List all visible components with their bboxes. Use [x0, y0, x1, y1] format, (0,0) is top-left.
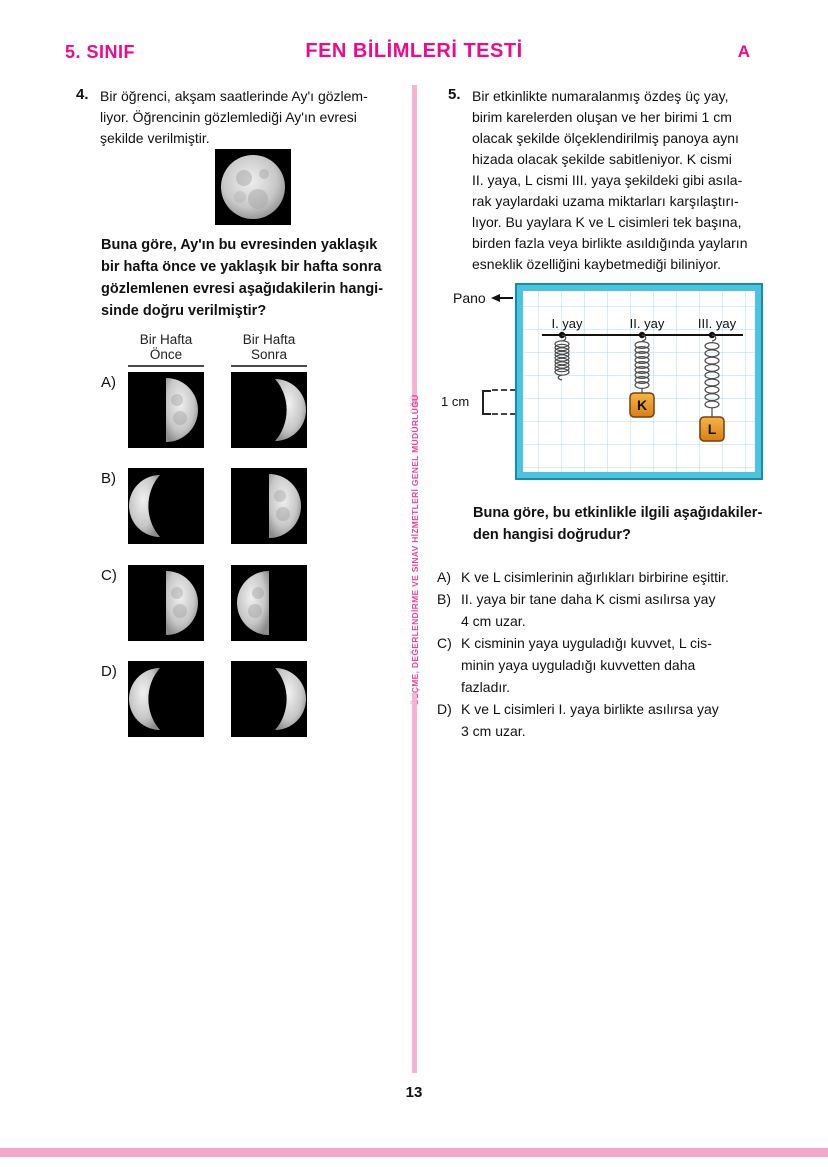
- q5-option-c: C) K cisminin yaya uyguladığı kuvvet, L …: [437, 632, 782, 698]
- question-4-stem: Buna göre, Ay'ın bu evresinden yaklaşık …: [101, 237, 384, 319]
- moon-phase-crescent-lit-right: [231, 372, 307, 448]
- column-divider: [412, 85, 417, 407]
- page-title: FEN BİLİMLERİ TESTİ: [305, 40, 523, 62]
- board-pointer: Pano: [453, 290, 513, 306]
- booklet-letter: A: [737, 42, 750, 61]
- question-4-column: 4. Bir öğrenci, akşam saatlerinde Ay'ı g…: [65, 82, 397, 1062]
- object-k: K: [629, 392, 655, 418]
- spring-board-diagram: Pano 1 cm: [437, 282, 777, 487]
- option-label: B): [101, 470, 116, 487]
- column-divider: [412, 693, 417, 1073]
- spring2-label: II. yay: [630, 316, 665, 331]
- option-text: K cisminin yaya uyguladığı kuvvet, L cis…: [461, 635, 712, 695]
- spring3-label: III. yay: [698, 316, 737, 331]
- moon-phase-crescent-lit-left: [128, 661, 204, 737]
- board-label: Pano: [453, 290, 486, 306]
- object-k-label: K: [637, 397, 647, 413]
- unit-length-label: 1 cm: [441, 394, 470, 409]
- question-number: 5.: [448, 86, 461, 103]
- q4-option-b: B): [65, 468, 397, 544]
- option-label: C): [437, 635, 452, 651]
- column-header-after: Bir Hafta Sonra: [231, 332, 307, 367]
- option-label: A): [101, 374, 116, 391]
- question-5-stem: Buna göre, bu etkinlikle ilgili aşağıdak…: [473, 505, 763, 543]
- spring-3: [704, 334, 720, 417]
- side-banner-text: ÖLÇME, DEĞERLENDİRME VE SINAV HİZMETLERİ…: [410, 394, 420, 706]
- option-text: K ve L cisimlerinin ağırlıkları birbirin…: [461, 569, 729, 585]
- spring-1: [554, 334, 570, 381]
- option-text: II. yaya bir tane daha K cismi asılırsa …: [461, 591, 716, 629]
- option-label: D): [101, 663, 117, 680]
- grade-label: 5. SINIF: [65, 42, 136, 62]
- object-l-label: L: [708, 421, 717, 437]
- option-label: A): [437, 569, 451, 585]
- object-l: L: [699, 416, 725, 442]
- question-5-options: A) K ve L cisimlerinin ağırlıkları birbi…: [437, 566, 782, 742]
- question-4-intro: 4. Bir öğrenci, akşam saatlerinde Ay'ı g…: [65, 86, 397, 149]
- page-number: 13: [405, 1084, 423, 1101]
- q5-option-a: A) K ve L cisimlerinin ağırlıkları birbi…: [437, 566, 782, 588]
- moon-phase-full: [215, 149, 291, 225]
- moon-phase-last-quarter-lit-left: [231, 565, 307, 641]
- option-label: C): [101, 567, 117, 584]
- question-5-column: 5. Bir etkinlikte numaralanmış özdeş üç …: [437, 82, 782, 1062]
- question-number: 4.: [76, 86, 89, 103]
- option-label: D): [437, 701, 452, 717]
- moon-phase-crescent-lit-left: [128, 468, 204, 544]
- option-text: K ve L cisimleri I. yaya birlikte asılır…: [461, 701, 719, 739]
- measure-dashed-line: [492, 389, 516, 391]
- moon-phase-crescent-lit-right: [231, 661, 307, 737]
- question-text: Bir etkinlikte numaralanmış özdeş üç yay…: [472, 88, 748, 272]
- question-5-intro: 5. Bir etkinlikte numaralanmış özdeş üç …: [437, 86, 782, 275]
- question-text: Bir öğrenci, akşam saatlerinde Ay'ı gözl…: [100, 88, 368, 146]
- spring1-label: I. yay: [551, 316, 583, 331]
- arrow-left-icon: [490, 294, 500, 302]
- q5-option-d: D) K ve L cisimleri I. yaya birlikte ası…: [437, 698, 782, 742]
- q4-option-c: C): [65, 565, 397, 641]
- arrow-shaft: [499, 297, 513, 299]
- footer-accent-bar: [0, 1148, 828, 1157]
- moon-phase-first-quarter-lit-right: [128, 372, 204, 448]
- spring-2: [634, 334, 650, 393]
- q4-option-d: D): [65, 661, 397, 737]
- moon-phase-first-quarter-lit-right: [231, 468, 307, 544]
- measure-bracket: [482, 390, 491, 415]
- measure-dashed-line: [492, 413, 516, 415]
- option-label: B): [437, 591, 451, 607]
- column-header-before: Bir Hafta Önce: [128, 332, 204, 367]
- q5-option-b: B) II. yaya bir tane daha K cismi asılır…: [437, 588, 782, 632]
- moon-phase-first-quarter-lit-right: [128, 565, 204, 641]
- pegboard-panel: I. yay II. yay III. yay: [515, 283, 763, 480]
- q4-option-a: A): [65, 372, 397, 448]
